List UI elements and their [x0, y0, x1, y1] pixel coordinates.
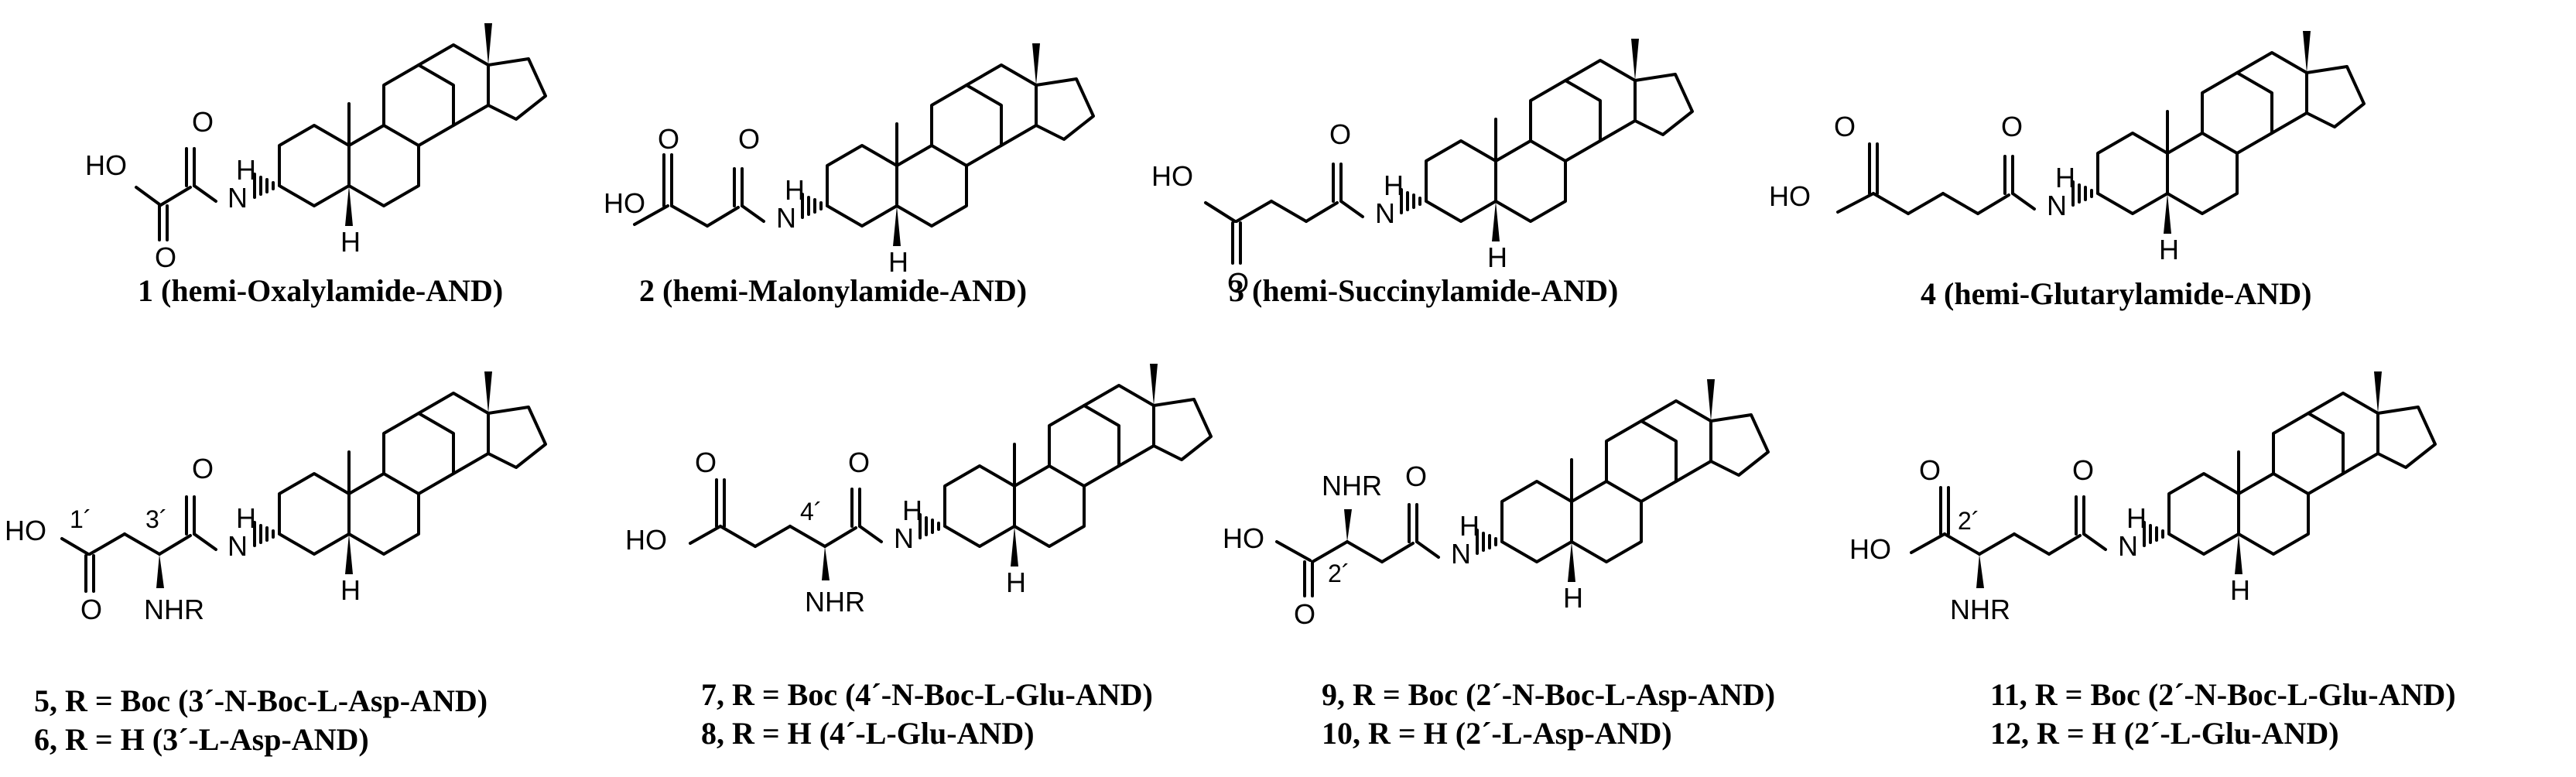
nhr-label: NHR — [144, 594, 204, 625]
nitrogen-label: N — [776, 202, 796, 234]
compound-10-caption: 10, R = H (2´-L-Asp-AND) — [1322, 716, 1672, 751]
oxygen-label: O — [738, 123, 760, 155]
asp-bonds — [1275, 540, 1384, 597]
compound-6-caption: 6, R = H (3´-L-Asp-AND) — [34, 722, 369, 757]
steroid-skeleton — [2096, 29, 2366, 235]
compound-2-structure: HO O O N H H — [604, 42, 1095, 278]
h5-label: H — [888, 246, 908, 278]
compound-11-caption: 11, R = Boc (2´-N-Boc-L-Glu-AND) — [1990, 677, 2456, 712]
oxygen-label: O — [1919, 454, 1941, 486]
nhr-label: NHR — [1322, 470, 1382, 501]
amide-h-label: H — [785, 174, 805, 206]
amide-h-label: H — [236, 502, 256, 534]
hydroxyl-label: HO — [604, 187, 645, 219]
steroid-skeleton — [1425, 37, 1694, 243]
nitrogen-label: N — [894, 522, 914, 554]
wedge-bond — [822, 546, 830, 580]
locant-label: 3´ — [145, 505, 167, 533]
nhr-label: NHR — [805, 586, 865, 618]
amide-h-label: H — [236, 154, 256, 186]
h5-label: H — [2159, 234, 2179, 265]
hydroxyl-label: HO — [625, 524, 667, 556]
h5-label: H — [2230, 574, 2250, 606]
glu-bonds — [689, 478, 826, 548]
compound-3-caption: 3 (hemi-Succinylamide-AND) — [1229, 273, 1619, 308]
asp-bonds — [60, 532, 161, 593]
oxygen-label: O — [1405, 460, 1427, 492]
compound-9-10-structure: HO O O NHR 2´ N H H — [1223, 378, 1770, 630]
malonyl-bonds — [633, 153, 709, 228]
nitrogen-label: N — [1451, 538, 1471, 570]
amide-h-label: H — [1459, 510, 1480, 542]
oxygen-label: O — [192, 453, 214, 484]
compound-9-caption: 9, R = Boc (2´-N-Boc-L-Asp-AND) — [1322, 677, 1776, 712]
amide-h-label: H — [902, 495, 922, 526]
oxygen-label: O — [695, 447, 717, 478]
nitrogen-label: N — [1375, 197, 1395, 229]
amide-h-label: H — [1384, 169, 1404, 201]
compound-8-caption: 8, R = H (4´-L-Glu-AND) — [701, 716, 1035, 751]
compound-1-structure: HO O O N H H — [85, 22, 547, 273]
steroid-skeleton — [1500, 378, 1770, 584]
oxygen-label: O — [80, 594, 102, 625]
oxygen-label: O — [192, 106, 214, 138]
oxygen-label: O — [2001, 111, 2023, 142]
compound-4-structure: HO O O N H H — [1769, 29, 2366, 265]
steroid-skeleton — [278, 370, 547, 576]
nitrogen-label: N — [227, 182, 248, 214]
oxygen-label: O — [658, 123, 679, 155]
oxalyl-bonds — [135, 186, 169, 241]
wedge-bond — [1976, 554, 1984, 588]
steroid-skeleton — [278, 22, 547, 228]
hydroxyl-label: HO — [1849, 533, 1891, 565]
amide-h-label: H — [2055, 162, 2075, 193]
oxygen-label: O — [1329, 118, 1351, 150]
hydroxyl-label: HO — [1223, 522, 1264, 554]
compound-11-12-structure: HO O O NHR 2´ N H H — [1849, 370, 2437, 625]
locant-label: 4´ — [800, 498, 822, 525]
h5-label: H — [1006, 566, 1026, 598]
oxygen-label: O — [848, 447, 870, 478]
glutaryl-bonds — [1836, 142, 1979, 215]
steroid-skeleton — [2167, 370, 2437, 576]
compound-5-6-structure: HO O O NHR 1´ 3´ N H H — [5, 370, 547, 625]
wedge-bond — [1344, 509, 1352, 542]
oxygen-label: O — [1227, 267, 1249, 299]
compound-5-caption: 5, R = Boc (3´-N-Boc-L-Asp-AND) — [34, 683, 488, 718]
hydroxyl-label: HO — [1769, 180, 1811, 212]
oxygen-label: O — [2072, 454, 2094, 486]
glu-bonds — [1910, 486, 2051, 556]
h5-label: H — [340, 226, 361, 258]
oxygen-label: O — [155, 241, 176, 273]
compound-1-caption: 1 (hemi-Oxalylamide-AND) — [138, 273, 504, 308]
hydroxyl-label: HO — [85, 149, 127, 181]
h5-label: H — [1487, 241, 1507, 273]
compound-7-caption: 7, R = Boc (4´-N-Boc-L-Glu-AND) — [701, 677, 1153, 712]
compound-2-caption: 2 (hemi-Malonylamide-AND) — [639, 273, 1028, 308]
locant-label: 1´ — [70, 505, 91, 533]
compound-4-caption: 4 (hemi-Glutarylamide-AND) — [1921, 276, 2312, 311]
nitrogen-label: N — [2118, 530, 2138, 562]
succinyl-bonds — [1204, 200, 1308, 265]
nitrogen-label: N — [227, 530, 248, 562]
h5-label: H — [340, 574, 361, 606]
locant-label: 2´ — [1958, 507, 1979, 535]
nhr-label: NHR — [1950, 594, 2010, 625]
compound-3-structure: HO O O N H H — [1151, 37, 1694, 299]
amide-h-label: H — [2126, 502, 2147, 534]
h5-label: H — [1563, 582, 1583, 614]
compound-12-caption: 12, R = H (2´-L-Glu-AND) — [1990, 716, 2339, 751]
steroid-skeleton — [826, 42, 1095, 248]
wedge-bond — [156, 554, 164, 588]
hydroxyl-label: HO — [1151, 160, 1193, 192]
oxygen-label: O — [1834, 111, 1856, 142]
hydroxyl-label: HO — [5, 515, 46, 546]
locant-label: 2´ — [1328, 560, 1350, 587]
compound-7-8-structure: HO O O NHR 4´ N H H — [625, 362, 1213, 618]
steroid-skeleton — [943, 362, 1213, 568]
nitrogen-label: N — [2047, 190, 2067, 221]
oxygen-label: O — [1294, 598, 1315, 630]
